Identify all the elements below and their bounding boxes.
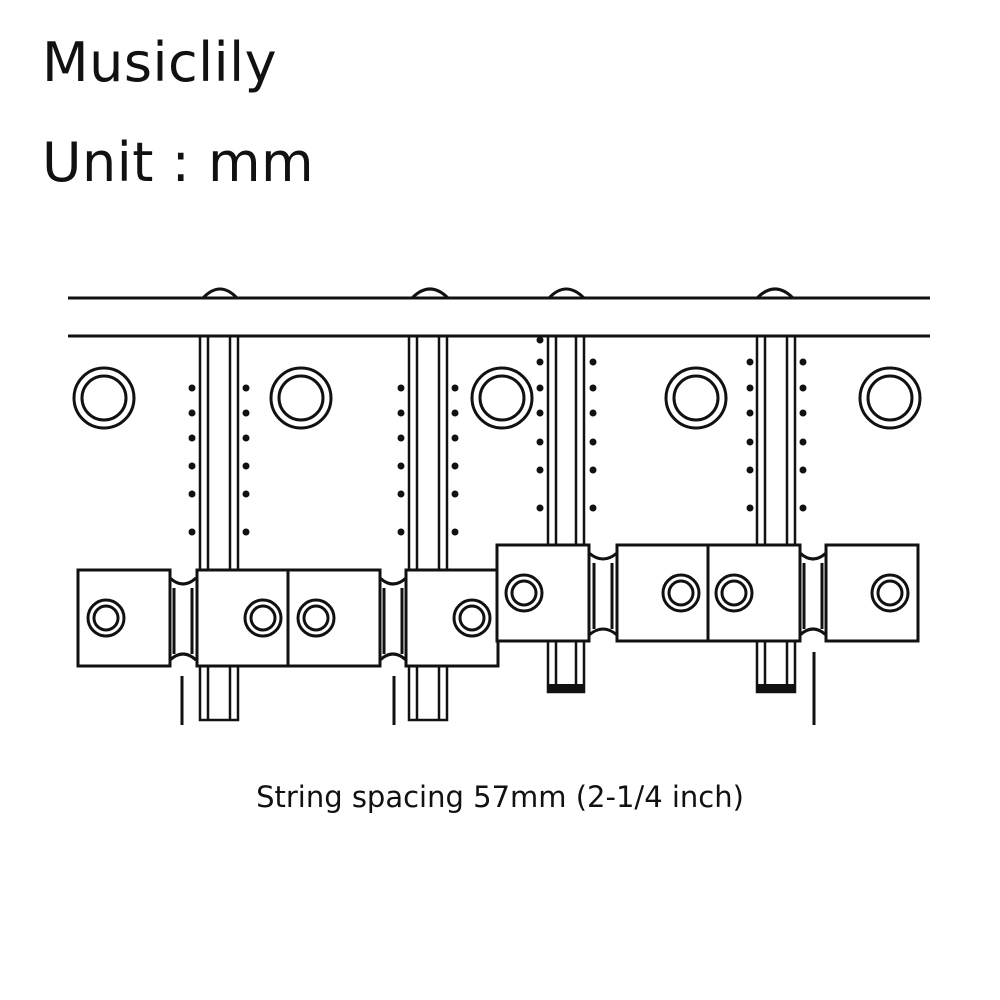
string-notch-4	[755, 287, 795, 300]
string-spacing-caption: String spacing 57mm (2-1/4 inch)	[256, 780, 744, 814]
screw-ends	[548, 684, 795, 692]
scale-dots	[188, 336, 807, 536]
string-lines	[180, 652, 816, 725]
saddles-upper	[495, 543, 920, 643]
saddle-rods	[168, 551, 828, 662]
string-notch-1	[201, 287, 239, 300]
string-notch-3	[547, 287, 586, 300]
saddles-lower	[76, 568, 500, 668]
unit-label: Unit : mm	[42, 131, 315, 194]
saddle-holes	[86, 573, 910, 638]
string-notch-2	[410, 287, 450, 300]
brand-title: Musiclily	[42, 31, 278, 94]
mounting-holes	[72, 366, 922, 430]
